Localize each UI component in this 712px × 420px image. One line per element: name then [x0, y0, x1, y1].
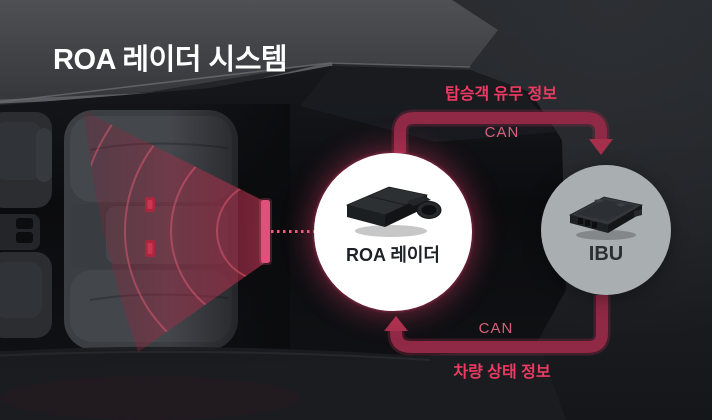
front-seats	[0, 112, 52, 338]
node-ibu: IBU	[541, 165, 671, 295]
radar-beam-origin	[261, 200, 270, 263]
radar-beam	[84, 111, 272, 352]
top-can-label: CAN	[484, 124, 520, 141]
page-title: ROA 레이더 시스템	[53, 44, 288, 76]
ibu-label: IBU	[588, 243, 624, 265]
bottom-can-label: CAN	[478, 320, 514, 337]
top-flow-info-label: 탑승객 유무 정보	[445, 86, 557, 103]
can-arrow-top	[391, 109, 613, 155]
arrowhead-down-icon	[589, 139, 613, 155]
roa-radar-label: ROA 레이더	[345, 245, 440, 265]
bottom-flow-info-label: 차량 상태 정보	[453, 364, 551, 381]
arrowhead-up-icon	[384, 316, 408, 331]
ibu-device-icon	[568, 196, 644, 240]
can-arrow-bottom	[384, 295, 611, 356]
car-lower-body	[0, 346, 566, 420]
roa-radar-device-icon	[345, 186, 442, 237]
node-roa-radar: ROA 레이더	[314, 153, 472, 311]
